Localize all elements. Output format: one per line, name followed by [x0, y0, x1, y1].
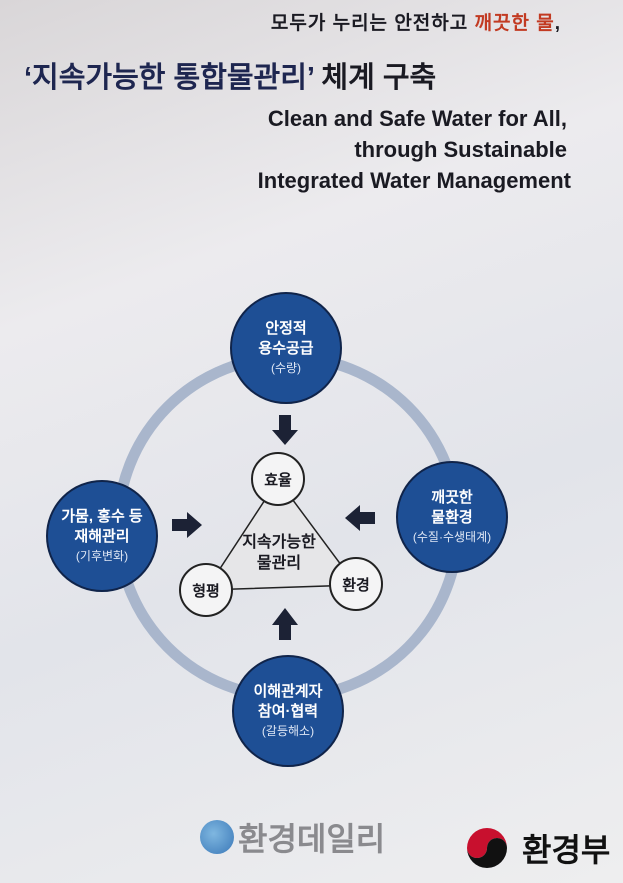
media-logo-text: 환경데일리	[238, 821, 386, 857]
bubble-label: 안정적	[265, 320, 307, 337]
ministry-logo: 환경부	[462, 823, 610, 873]
bubble-label: 물환경	[431, 509, 473, 526]
title-line-2-suffix: 체계 구축	[314, 62, 437, 94]
taegeuk-icon	[467, 828, 507, 868]
center-triangle	[204, 478, 358, 591]
english-title-3: Integrated Water Management	[257, 168, 571, 193]
title-quoted: ‘지속가능한 통합물관리’	[24, 62, 315, 94]
bubble-stakeholders: 이해관계자 참여·협력 (갈등해소)	[232, 655, 344, 767]
arrow-down-icon	[272, 415, 298, 445]
title-line-1-text: 모두가 누리는 안전하고	[270, 13, 475, 34]
title-line-1: 모두가 누리는 안전하고 깨끗한 물,	[271, 8, 561, 35]
bubble-water-supply: 안정적 용수공급 (수량)	[230, 292, 342, 404]
title-line-2: ‘지속가능한 통합물관리’ 체계 구축	[24, 54, 436, 96]
title-line-1-comma: ,	[554, 13, 561, 34]
center-label: 지속가능한 물관리	[227, 532, 331, 574]
node-equity: 형평	[179, 563, 233, 617]
bubble-label: 참여·협력	[257, 703, 319, 720]
bubble-label: 깨끗한	[431, 489, 473, 506]
bubble-sublabel: (수량)	[270, 361, 302, 375]
arrow-up-icon	[272, 608, 298, 640]
center-label-line-2: 물관리	[256, 555, 302, 572]
arrow-left-icon	[345, 505, 375, 531]
title-highlight: 깨끗한 물	[474, 13, 555, 34]
node-environment: 환경	[329, 557, 383, 611]
bubble-disaster-management: 가뭄, 홍수 등 재해관리 (기후변화)	[46, 480, 158, 592]
bubble-label: 이해관계자	[253, 683, 323, 700]
ministry-logo-text: 환경부	[522, 832, 611, 868]
bubble-water-environment: 깨끗한 물환경 (수질·수생태계)	[396, 461, 508, 573]
bubble-label: 재해관리	[74, 528, 130, 545]
node-efficiency: 효율	[251, 452, 305, 506]
english-title-1: Clean and Safe Water for All,	[267, 106, 567, 131]
bubble-label: 용수공급	[258, 340, 314, 357]
bubble-label: 가뭄, 홍수 등	[61, 508, 143, 525]
english-title-2: through Sustainable	[354, 137, 567, 162]
bubble-sublabel: (수질·수생태계)	[412, 530, 492, 544]
bubble-sublabel: (기후변화)	[75, 549, 129, 563]
globe-icon	[200, 820, 234, 854]
bubble-sublabel: (갈등해소)	[261, 724, 315, 738]
arrow-right-icon	[172, 512, 202, 538]
media-logo: 환경데일리	[200, 814, 385, 860]
center-label-line-1: 지속가능한	[242, 534, 316, 551]
